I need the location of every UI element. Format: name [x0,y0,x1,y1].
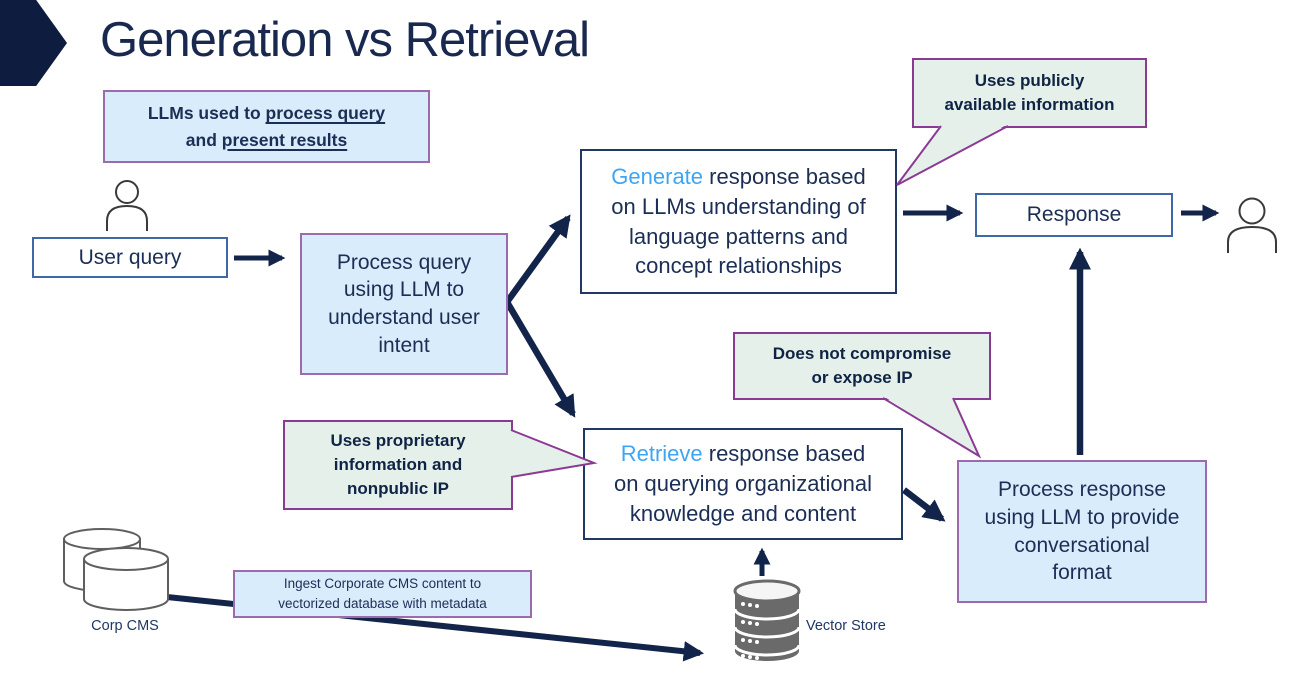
retrieve-box: Retrieve response based on querying orga… [583,428,903,540]
retrieve-keyword: Retrieve [620,441,703,467]
note-line-1: LLMs used to process query [147,103,386,124]
tail-proprietary-info [509,429,598,478]
corp-cms-database-icon [63,528,169,611]
title-chevron-icon [0,0,67,86]
recipient-person-icon [1227,197,1277,253]
process-query-box: Process query using LLM to understand us… [300,233,508,375]
arrow-branch-to-generate [504,214,571,304]
note-line-2: and present results [185,129,348,150]
callout-proprietary-info: Uses proprietary information and nonpubl… [283,420,513,510]
corp-cms-label: Corp CMS [91,618,159,634]
callout-public-info: Uses publicly available information [912,58,1147,128]
generate-keyword: Generate [611,163,704,189]
ingest-note-box: Ingest Corporate CMS content to vectoriz… [233,570,532,618]
user-query-box: User query [32,237,228,278]
arrow-branch-to-retrieve [504,300,576,418]
llm-usage-note-box: LLMs used to process query and present r… [103,90,430,163]
tail-public-info [896,124,1009,186]
vector-store-label: Vector Store [806,618,886,634]
arrow-retrieve-to-processresponse [902,487,946,522]
generate-box: Generate response based on LLMs understa… [580,149,897,294]
page-title: Generation vs Retrieval [100,13,590,67]
user-person-icon [106,180,148,231]
vector-store-database-icon [733,579,801,661]
process-response-box: Process response using LLM to provide co… [957,460,1207,603]
callout-no-ip-exposure: Does not compromise or expose IP [733,332,991,400]
response-box: Response [975,193,1173,237]
